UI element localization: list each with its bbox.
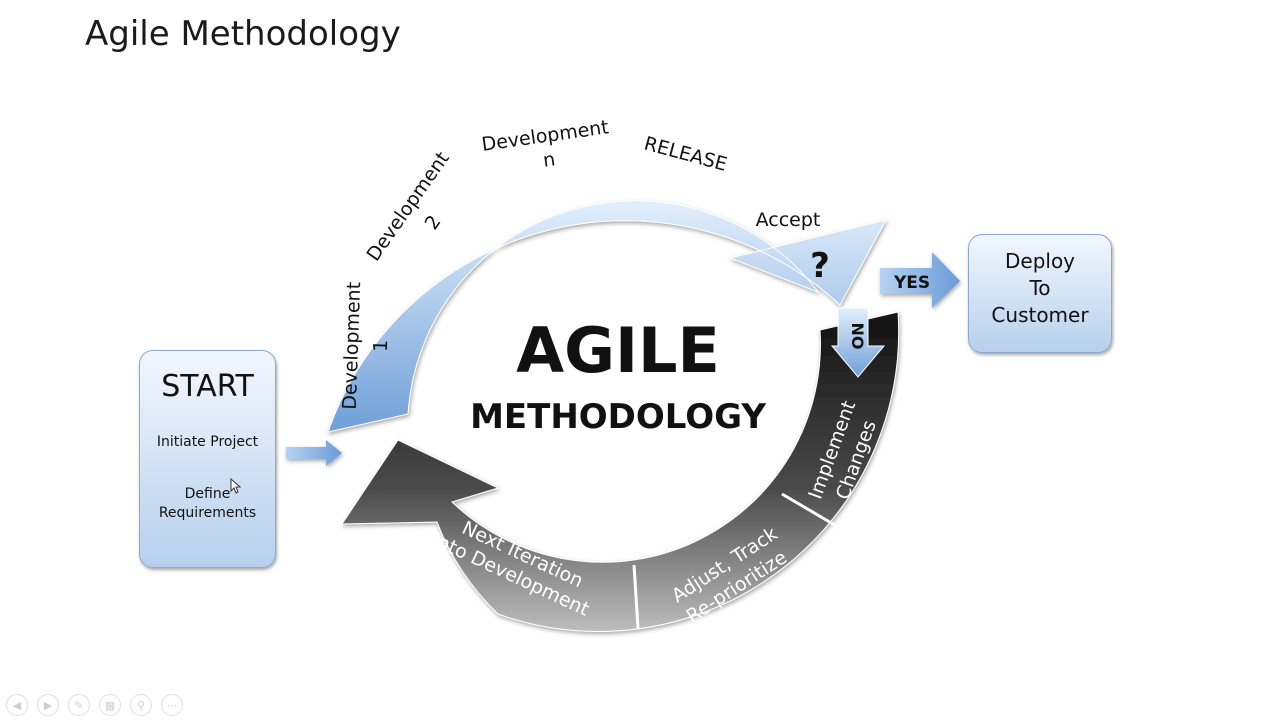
yes-label: YES <box>893 273 930 293</box>
define-text: Define <box>184 486 231 502</box>
dark-cycle-ring <box>341 311 900 632</box>
accept-label: Accept <box>756 209 821 231</box>
dark-segment-separators <box>632 492 851 629</box>
start-box: START Initiate Project Define Requiremen… <box>139 350 276 568</box>
more-icon[interactable]: ⋯ <box>161 694 183 716</box>
dev1-label-1: Development <box>339 281 365 410</box>
to-text: To <box>1029 276 1051 300</box>
blue-cycle-ring <box>327 200 887 433</box>
dev2-label-1: Development <box>362 148 453 265</box>
zoom-icon[interactable]: ⚲ <box>130 694 152 716</box>
next-icon[interactable]: ▶ <box>37 694 59 716</box>
center-title-methodology: METHODOLOGY <box>470 397 766 437</box>
release-label: RELEASE <box>642 133 730 176</box>
presentation-toolbar: ◀ ▶ ✎ ▦ ⚲ ⋯ <box>6 694 183 716</box>
no-label: NO <box>848 323 867 350</box>
deploy-box: Deploy To Customer <box>968 234 1112 353</box>
dev2-label-2: 2 <box>421 211 446 234</box>
yes-arrow <box>880 252 960 308</box>
slide-title: Agile Methodology <box>85 14 401 54</box>
start-title: START <box>161 369 254 404</box>
deploy-text: Deploy <box>1004 249 1076 273</box>
blue-segment-separators <box>341 111 762 289</box>
dev1-label-2: 1 <box>370 339 392 352</box>
pen-icon[interactable]: ✎ <box>68 694 90 716</box>
question-mark: ? <box>810 246 830 286</box>
mouse-pointer-icon <box>230 478 242 494</box>
no-arrow <box>830 307 886 378</box>
devn-label-2: n <box>542 148 557 171</box>
slides-icon[interactable]: ▦ <box>99 694 121 716</box>
requirements-text: Requirements <box>158 505 257 521</box>
customer-text: Customer <box>991 303 1089 327</box>
prev-icon[interactable]: ◀ <box>6 694 28 716</box>
initiate-project-text: Initiate Project <box>156 434 259 450</box>
center-title-agile: AGILE <box>516 314 720 387</box>
start-arrow <box>286 440 342 466</box>
